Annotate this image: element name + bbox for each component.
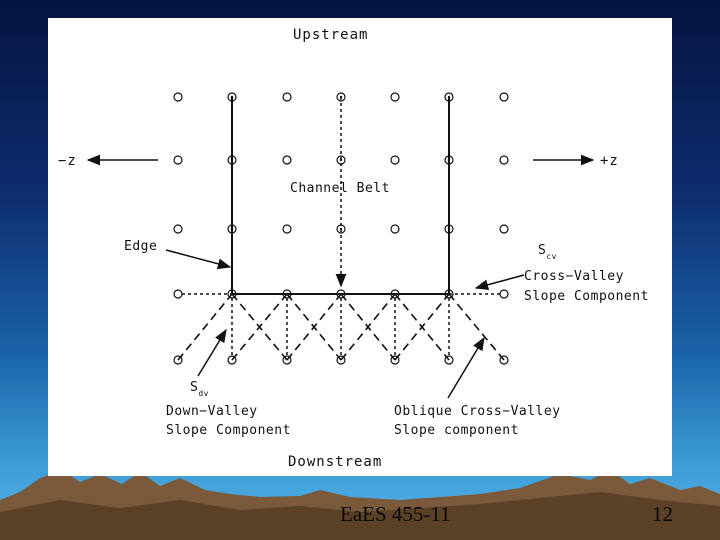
- grid-node: [174, 290, 182, 298]
- footer-course-code: EaES 455-11: [340, 502, 451, 527]
- s-cv-base: S: [538, 243, 546, 258]
- grid-node-center: [231, 96, 233, 98]
- grid-node: [174, 93, 182, 101]
- grid-node: [391, 225, 399, 233]
- grid-node: [500, 290, 508, 298]
- grid-node-center: [231, 293, 233, 295]
- grid-node-center: [340, 293, 342, 295]
- upstream-label: Upstream: [293, 27, 368, 43]
- cross-valley-line2: Slope Component: [524, 289, 649, 304]
- down-valley-pointer-arrow: [198, 330, 226, 376]
- grid-node-center: [448, 159, 450, 161]
- grid-node-center: [394, 293, 396, 295]
- grid-node-center: [340, 96, 342, 98]
- oblique-dashed-line: [232, 294, 287, 360]
- grid-node-center: [231, 228, 233, 230]
- grid-node: [500, 93, 508, 101]
- grid-node: [174, 225, 182, 233]
- downstream-label: Downstream: [288, 454, 382, 470]
- positive-z-label: +z: [600, 153, 619, 169]
- cross-valley-line1: Cross−Valley: [524, 269, 624, 284]
- edge-pointer-arrow: [166, 250, 230, 267]
- oblique-line1: Oblique Cross−Valley: [394, 404, 561, 419]
- s-dv-subscript: dv: [198, 389, 209, 398]
- grid-node-center: [286, 293, 288, 295]
- grid-node-center: [448, 293, 450, 295]
- edge-label: Edge: [124, 239, 157, 254]
- s-cv-subscript: cv: [546, 252, 557, 261]
- s-cv-label: Scv: [538, 243, 557, 261]
- channel-belt-label: Channel Belt: [290, 181, 390, 196]
- oblique-line2: Slope component: [394, 423, 519, 438]
- cross-valley-pointer-arrow: [476, 275, 524, 288]
- grid-node: [391, 156, 399, 164]
- grid-node-center: [340, 228, 342, 230]
- oblique-dashed-line: [178, 294, 232, 360]
- oblique-pointer-arrow: [448, 338, 484, 398]
- footer-page-number: 12: [652, 502, 673, 527]
- grid-node: [283, 225, 291, 233]
- grid-node: [283, 93, 291, 101]
- down-valley-line2: Slope Component: [166, 423, 291, 438]
- grid-node-center: [340, 159, 342, 161]
- grid-node: [391, 93, 399, 101]
- grid-node: [283, 156, 291, 164]
- grid-node-center: [448, 228, 450, 230]
- grid-node: [500, 156, 508, 164]
- grid-node-center: [448, 96, 450, 98]
- channel-belt-diagram: Upstream Downstream −z +z Channel Belt E…: [48, 18, 672, 476]
- grid-node: [174, 156, 182, 164]
- figure-panel: Upstream Downstream −z +z Channel Belt E…: [48, 18, 672, 476]
- grid-node-center: [231, 159, 233, 161]
- s-dv-base: S: [190, 380, 198, 395]
- negative-z-label: −z: [58, 153, 77, 169]
- down-valley-line1: Down−Valley: [166, 404, 258, 419]
- s-dv-label: Sdv: [190, 380, 209, 398]
- grid-node: [500, 225, 508, 233]
